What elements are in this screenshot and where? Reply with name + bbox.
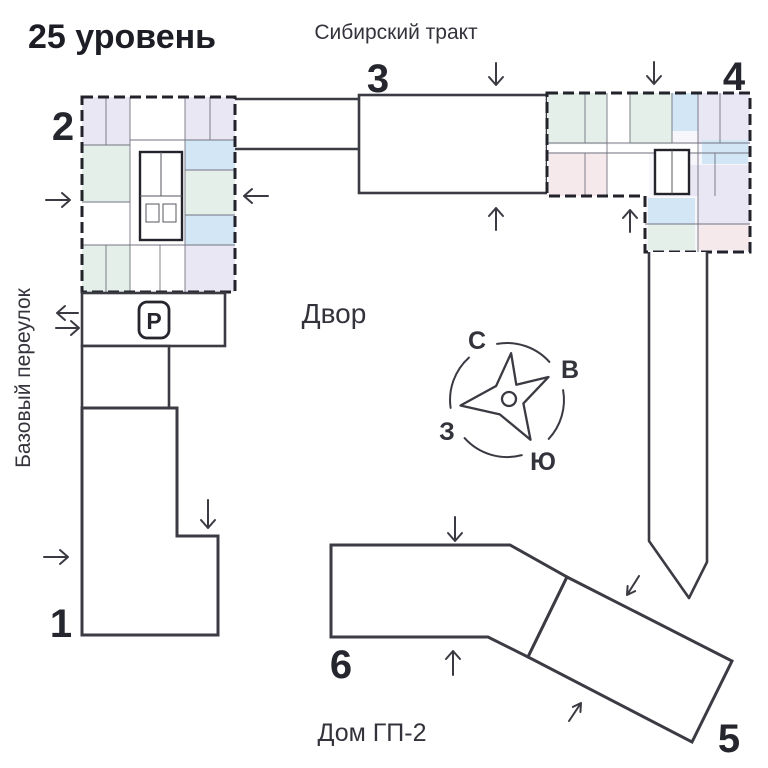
entrance-arrow-downleft-b5 <box>626 575 640 596</box>
building-5-number: 5 <box>718 717 740 761</box>
building-4-number: 4 <box>723 55 746 99</box>
building-4-walls <box>547 93 750 252</box>
compass-east: В <box>561 356 579 384</box>
room <box>185 170 235 215</box>
room <box>185 245 235 292</box>
room <box>130 245 185 292</box>
room <box>185 215 235 245</box>
room <box>698 196 750 224</box>
room <box>698 93 750 144</box>
house-gp2-label: Дом ГП-2 <box>318 719 427 747</box>
compass-center-icon <box>500 390 518 408</box>
room <box>648 198 695 224</box>
parking-icon <box>137 300 171 340</box>
entrance-arrow-right-b1 <box>43 549 69 565</box>
entrance-arrow-up-b4 <box>622 209 638 233</box>
entrance-arrow-right-b2 <box>45 192 71 208</box>
courtyard-label: Двор <box>302 298 367 329</box>
building-2-number: 2 <box>52 105 74 149</box>
parking-sign: P <box>137 300 171 340</box>
room <box>630 93 672 144</box>
compass-arc-sw <box>463 437 523 458</box>
compass-south: Ю <box>530 448 556 476</box>
parking-letter: P <box>146 308 161 334</box>
compass-north: С <box>468 327 486 355</box>
room <box>130 97 185 140</box>
room <box>688 165 750 196</box>
room <box>698 224 750 250</box>
room <box>607 93 630 144</box>
entrance-arrow-up-b6 <box>445 650 461 676</box>
room <box>82 202 130 245</box>
entrance-arrow-down-b6 <box>447 516 463 542</box>
room <box>672 93 698 131</box>
entrance-arrow-down-b4 <box>646 61 662 85</box>
room <box>549 153 607 196</box>
level-title: 25 уровень <box>28 18 216 56</box>
building-4-plan <box>545 91 752 254</box>
mid-block <box>80 344 171 410</box>
building-4-facade <box>545 91 752 254</box>
entrance-arrow-down-b3 <box>488 62 504 86</box>
building-6-outline <box>329 543 569 660</box>
compass-west: З <box>439 418 455 446</box>
compass-arc-se <box>547 389 565 440</box>
building-6-number: 6 <box>330 643 352 687</box>
building-4-wing <box>647 252 709 600</box>
building-3-number: 3 <box>367 57 389 101</box>
room <box>607 153 649 196</box>
building-2-plan <box>80 95 237 294</box>
entrance-arrow-down-b1 <box>200 499 216 529</box>
room <box>547 93 607 144</box>
room <box>185 140 235 170</box>
drive-arrow-out-parking <box>56 305 79 321</box>
compass-rose: С В Ю З <box>439 327 579 476</box>
room <box>82 145 130 202</box>
building-1-number: 1 <box>50 602 72 646</box>
building-3-outline <box>357 93 549 195</box>
building-2-walls <box>82 97 235 292</box>
street-left-label: Базовый переулок <box>12 287 35 467</box>
entrance-arrow-up-b3 <box>488 207 504 231</box>
drive-arrow-in-parking <box>55 320 80 336</box>
corridor-link-b2-b3 <box>235 97 359 151</box>
compass-arc-nw <box>449 356 470 409</box>
street-top-label: Сибирский тракт <box>314 21 478 44</box>
entrance-arrow-upright-b5 <box>568 702 582 722</box>
entrance-arrow-left-b2 <box>243 188 269 204</box>
room <box>648 224 695 250</box>
compass-arc-ne <box>496 342 551 363</box>
building-1-outline <box>80 406 220 637</box>
building-5-outline <box>526 574 735 745</box>
room <box>702 140 748 164</box>
elevator-core-detail <box>140 152 182 223</box>
corridor <box>549 144 699 152</box>
